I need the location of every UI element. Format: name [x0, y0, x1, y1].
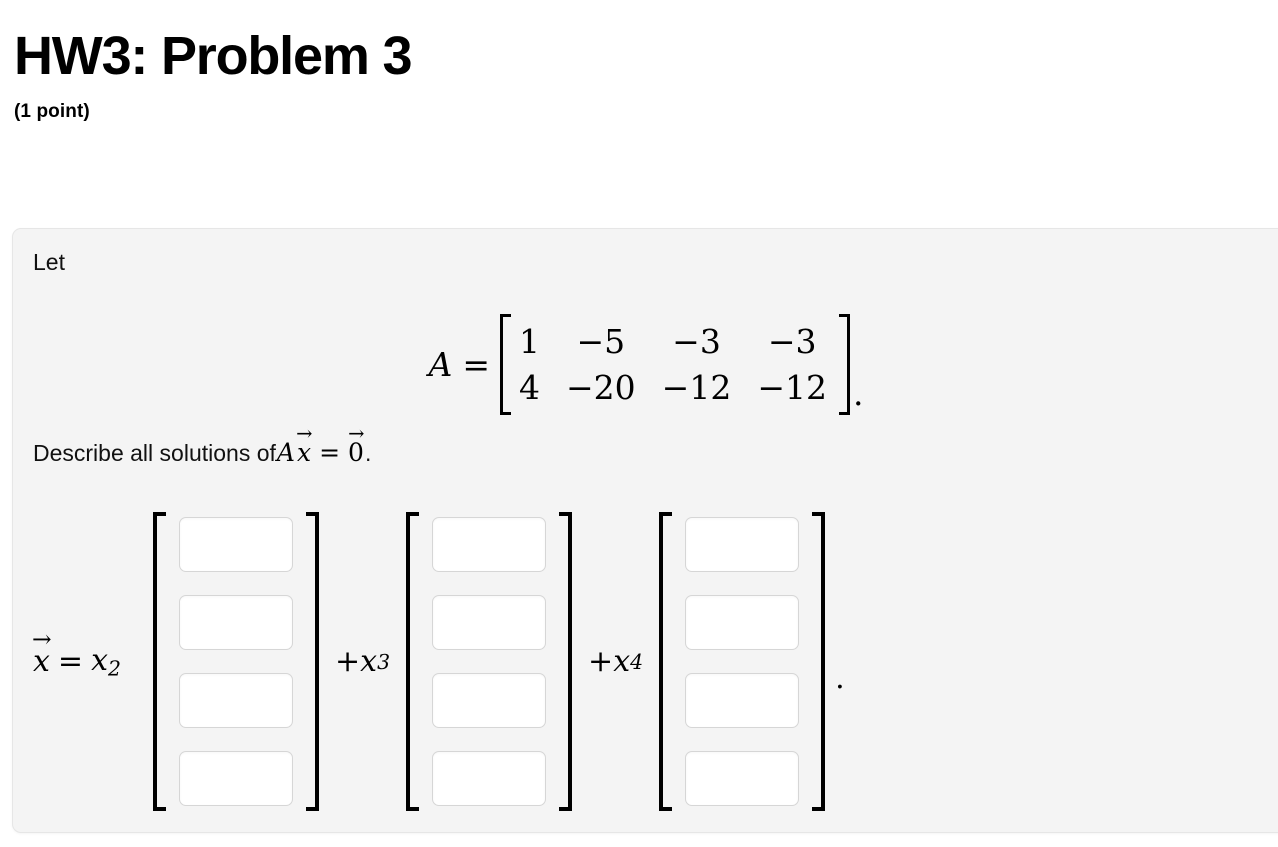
vector-left-bracket: [406, 512, 420, 811]
coefficient-subscript: 3: [377, 649, 391, 674]
matrix-cell: −5: [576, 322, 626, 361]
matrix-left-bracket: [500, 314, 513, 416]
answer-box-stack: [420, 512, 558, 811]
matrix-cell: −12: [661, 367, 732, 407]
solution-vector-x-letter: x: [33, 643, 50, 679]
vector-arrow-icon: →: [32, 624, 52, 653]
matrix-cell: −20: [566, 367, 636, 407]
matrix-definition: A = 1 −5 −3 −3 4 −20 −12 −12 .: [13, 314, 1278, 416]
matrix-grid: 1 −5 −3 −3 4 −20 −12 −12: [513, 314, 837, 415]
matrix-name: A: [428, 345, 453, 385]
answer-input-v1-r2[interactable]: [179, 595, 293, 650]
coefficient-subscript: 4: [630, 649, 644, 674]
page-header: HW3: Problem 3 (1 point): [0, 0, 1278, 123]
answer-input-v2-r2[interactable]: [432, 595, 547, 650]
matrix-cell: −12: [757, 367, 827, 407]
problem-card: Let A = 1 −5 −3 −3 4 −20 −12 −12 . Descr…: [12, 228, 1278, 833]
vector-arrow-icon: →: [296, 422, 313, 446]
coefficient-var: x: [91, 642, 108, 678]
answer-box-stack: [673, 512, 811, 811]
vector-left-bracket: [153, 512, 167, 811]
coefficient-var: x: [360, 644, 378, 679]
matrix-lhs: A =: [429, 345, 491, 384]
answer-input-v3-r1[interactable]: [685, 517, 800, 572]
page-title: HW3: Problem 3: [14, 26, 412, 86]
answer-input-v2-r3[interactable]: [432, 673, 547, 728]
solution-coefficient-1: x2: [91, 643, 121, 681]
describe-trailing-period: .: [364, 440, 372, 466]
answer-input-v1-r1[interactable]: [179, 517, 293, 572]
answer-input-v2-r1[interactable]: [432, 517, 547, 572]
answer-box-stack: [167, 512, 305, 811]
answer-input-v1-r3[interactable]: [179, 673, 293, 728]
describe-equals: =: [319, 438, 341, 467]
describe-vector-x: →x: [296, 424, 312, 467]
describe-text: Describe all solutions of: [33, 440, 276, 466]
describe-matrix-symbol: A: [276, 438, 295, 467]
describe-vector-x-letter: x: [296, 438, 312, 467]
answer-input-v1-r4[interactable]: [179, 751, 293, 806]
solution-equals: =: [57, 643, 84, 679]
describe-line: Describe all solutions of A →x = →0 .: [33, 424, 372, 467]
coefficient-subscript: 2: [107, 656, 121, 681]
plus-sign: +: [335, 644, 361, 679]
answer-input-v3-r4[interactable]: [685, 751, 800, 806]
let-label: Let: [33, 249, 65, 275]
vector-arrow-icon: →: [348, 422, 365, 446]
matrix-cell: −3: [672, 322, 721, 361]
solution-lead-label: →x = x2: [32, 627, 153, 681]
plus-sign: +: [588, 644, 614, 679]
matrix-cell: −3: [767, 322, 817, 361]
solution-trailing-period: .: [835, 661, 845, 696]
matrix-trailing-period: .: [852, 374, 864, 414]
vector-left-bracket: [659, 512, 673, 811]
matrix-right-bracket: [837, 314, 850, 416]
answer-input-v3-r3[interactable]: [685, 673, 800, 728]
answer-input-v2-r4[interactable]: [432, 751, 547, 806]
solution-vector-x: →x: [32, 627, 52, 679]
vector-right-bracket: [558, 512, 573, 811]
matrix-cell: 4: [519, 367, 541, 407]
vector-right-bracket: [811, 512, 826, 811]
equals-sign: =: [462, 345, 491, 385]
describe-vector-zero: →0: [348, 424, 364, 467]
matrix-cell: 1: [519, 322, 541, 361]
solution-vector-2: [406, 512, 573, 811]
coefficient-var: x: [613, 644, 631, 679]
vector-right-bracket: [305, 512, 319, 811]
solution-vector-1: [153, 512, 319, 811]
describe-vector-zero-digit: 0: [348, 438, 364, 467]
solution-vector-3: [659, 512, 826, 811]
points-label: (1 point): [14, 100, 90, 122]
answer-input-v3-r2[interactable]: [685, 595, 800, 650]
